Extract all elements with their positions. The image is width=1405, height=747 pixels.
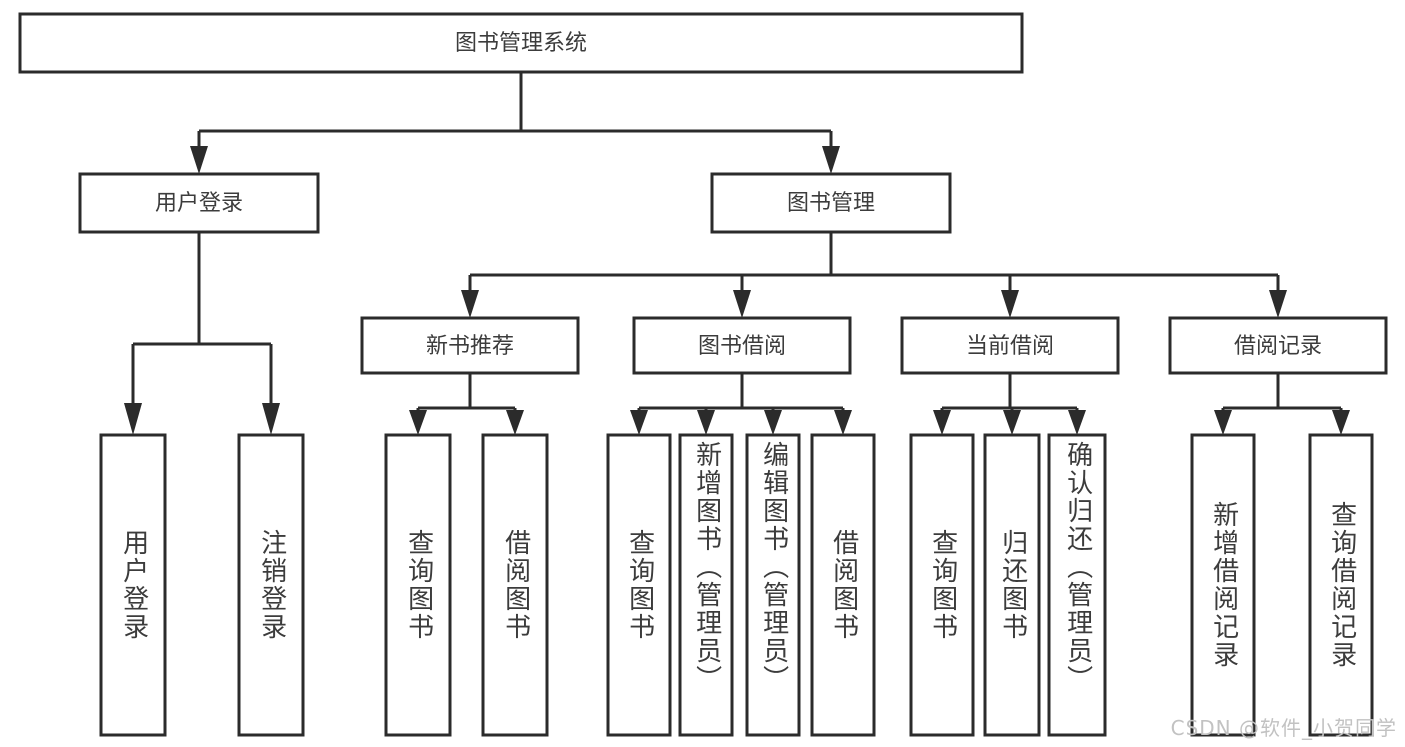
arrow-head-leaf-query-borrow-record [1332, 410, 1350, 435]
arrow-head-leaf-add-book-admin [697, 410, 715, 435]
node-box-leaf-add-book-admin[interactable] [678, 433, 734, 737]
connector-group-current-borrow [933, 373, 1086, 435]
arrow-head-borrow-record [1269, 290, 1287, 318]
node-box-leaf-user-login[interactable] [99, 433, 167, 737]
arrow-head-current-borrow [1001, 290, 1019, 318]
node-box-new-book-recommend[interactable] [360, 316, 580, 375]
node-box-book-borrow[interactable] [632, 316, 852, 375]
node-label-borrow-record: 借阅记录 [1234, 334, 1322, 359]
connector-group-user-login [124, 232, 280, 435]
arrow-head-leaf-borrow-book-2 [834, 410, 852, 435]
connector-group-new-book-recommend [409, 373, 524, 435]
connector-group-book-manage [461, 232, 1287, 318]
arrow-head-leaf-edit-book-admin [764, 410, 782, 435]
arrow-head-leaf-logout-login [262, 403, 280, 435]
node-box-leaf-query-borrow-record[interactable] [1308, 433, 1374, 737]
watermark-text: CSDN @软件_小贺同学 [1170, 716, 1397, 740]
arrow-head-book-manage [822, 146, 840, 174]
node-box-leaf-logout-login[interactable] [237, 433, 305, 737]
node-box-book-manage[interactable] [710, 172, 952, 234]
arrow-head-new-book-recommend [461, 290, 479, 318]
arrow-head-leaf-add-borrow-record [1214, 410, 1232, 435]
node-label-new-book-recommend: 新书推荐 [426, 334, 514, 359]
arrow-head-leaf-query-book-1 [409, 410, 427, 435]
node-box-leaf-borrow-book-2[interactable] [810, 433, 876, 737]
node-box-leaf-confirm-return-admin[interactable] [1047, 433, 1107, 737]
node-box-leaf-query-book-1[interactable] [384, 433, 452, 737]
node-label-root: 图书管理系统 [455, 31, 587, 56]
node-box-leaf-query-book-2[interactable] [606, 433, 672, 737]
node-label-current-borrow: 当前借阅 [966, 334, 1054, 359]
arrow-head-leaf-borrow-book-1 [506, 410, 524, 435]
arrow-head-leaf-confirm-return-admin [1068, 410, 1086, 435]
arrow-head-user-login [190, 146, 208, 174]
node-box-leaf-borrow-book-1[interactable] [481, 433, 549, 737]
connector-group-root [190, 72, 840, 174]
node-box-user-login[interactable] [78, 172, 320, 234]
node-box-current-borrow[interactable] [900, 316, 1120, 375]
node-label-book-manage: 图书管理 [787, 191, 875, 216]
node-label-book-borrow: 图书借阅 [698, 334, 786, 359]
node-box-root[interactable] [18, 12, 1024, 74]
arrow-head-leaf-query-book-3 [933, 410, 951, 435]
node-label-user-login: 用户登录 [155, 191, 243, 216]
node-box-leaf-edit-book-admin[interactable] [745, 433, 801, 737]
node-box-leaf-query-book-3[interactable] [909, 433, 975, 737]
arrow-head-book-borrow [733, 290, 751, 318]
arrow-head-leaf-return-book [1003, 410, 1021, 435]
connector-group-borrow-record [1214, 373, 1350, 435]
arrow-head-leaf-query-book-2 [630, 410, 648, 435]
node-box-borrow-record[interactable] [1168, 316, 1388, 375]
node-box-leaf-return-book[interactable] [983, 433, 1041, 737]
arrow-head-leaf-user-login [124, 403, 142, 435]
node-box-leaf-add-borrow-record[interactable] [1190, 433, 1256, 737]
connector-group-book-borrow [630, 373, 852, 435]
